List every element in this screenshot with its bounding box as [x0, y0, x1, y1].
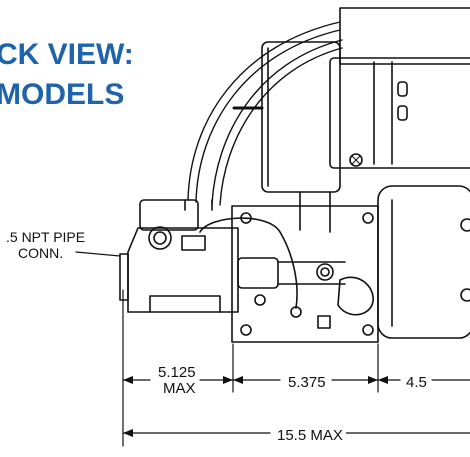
dimension-right: 4.5 [403, 375, 430, 391]
gas-valve-body [120, 200, 238, 312]
pipe-connection-sublabel: CONN. [18, 245, 64, 261]
heading-line-2: MODELS [0, 78, 125, 111]
pipe-callout-leader [76, 252, 120, 256]
dimension-overall: 15.5 MAX [274, 428, 346, 444]
nozzle-pipe [238, 258, 345, 288]
heading-line-1: CK VIEW: [0, 38, 134, 71]
dimension-left-value: 5.125 [155, 365, 199, 381]
blower-housing [378, 186, 470, 338]
wire-harness [188, 22, 342, 205]
pilot-tube [200, 218, 301, 317]
dimension-middle: 5.375 [285, 375, 329, 391]
pipe-connection-label: .5 NPT PIPE [6, 229, 86, 245]
motor-assembly [234, 8, 470, 232]
dimension-arrowheads [123, 376, 388, 437]
dimension-left-suffix: MAX [160, 381, 199, 397]
mounting-plate [232, 206, 378, 342]
